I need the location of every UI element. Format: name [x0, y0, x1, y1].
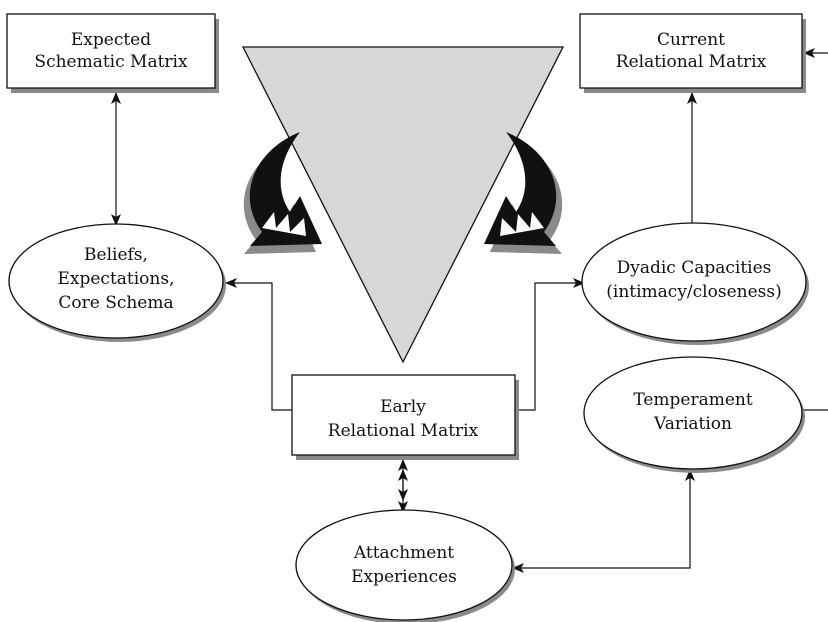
connectors — [111, 48, 828, 573]
node-beliefs-expectations-core-schema: Beliefs, Expectations, Core Schema — [8, 223, 226, 342]
node-label-line: Relational Matrix — [616, 52, 767, 72]
node-label-line: Expectations, — [57, 269, 174, 289]
node-label-line: Dyadic Capacities — [617, 258, 772, 278]
inverted-triangle — [241, 46, 565, 364]
node-label-line: Current — [657, 30, 725, 50]
connector-attachment-temperament — [512, 469, 695, 573]
node-expected-schematic-matrix: Expected Schematic Matrix — [6, 13, 219, 93]
node-label-line: Attachment — [353, 543, 454, 563]
node-early-relational-matrix: Early Relational Matrix — [291, 374, 519, 460]
node-current-relational-matrix: Current Relational Matrix — [579, 13, 806, 93]
node-label-line: (intimacy/closeness) — [606, 282, 781, 302]
node-attachment-experiences: Attachment Experiences — [295, 509, 515, 622]
connector-early-beliefs — [225, 278, 292, 411]
node-label-line: Early — [380, 397, 426, 417]
node-label-line: Relational Matrix — [328, 421, 479, 441]
curved-arrow-down-left-icon — [484, 132, 563, 254]
node-label-line: Temperament — [633, 390, 753, 410]
node-label-line: Beliefs, — [84, 245, 148, 265]
node-dyadic-capacities: Dyadic Capacities (intimacy/closeness) — [581, 222, 809, 345]
node-label-line: Variation — [653, 414, 732, 434]
node-label-line: Schematic Matrix — [34, 52, 188, 72]
curved-arrow-down-right-icon — [243, 132, 322, 254]
node-label-line: Experiences — [351, 567, 457, 587]
node-label-line: Expected — [71, 30, 151, 50]
connector-early-dyadic — [515, 278, 585, 411]
node-label-line: Core Schema — [58, 293, 173, 313]
node-temperament-variation: Temperament Variation — [583, 356, 805, 473]
